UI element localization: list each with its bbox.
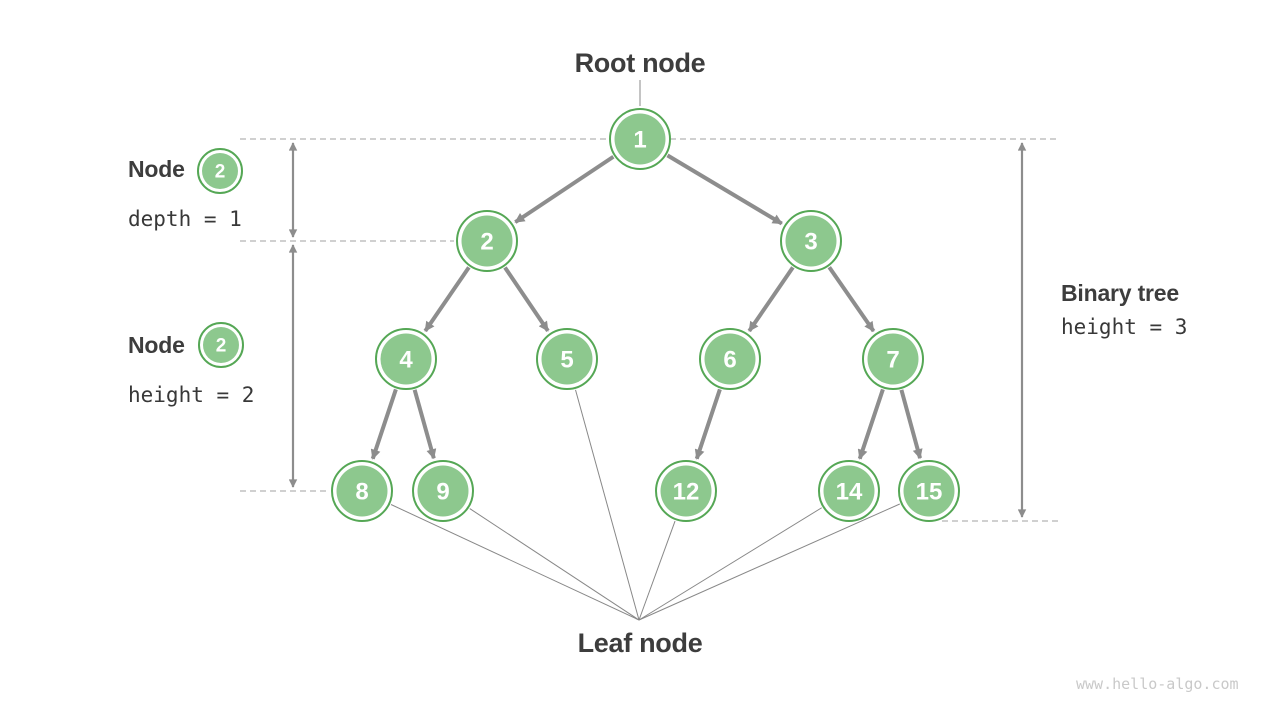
leaf-pointer-line — [469, 508, 640, 621]
node-value: 8 — [355, 479, 368, 506]
tree-edge-6-12 — [694, 388, 722, 460]
node-value: 1 — [633, 127, 646, 154]
binary-tree-title: Binary tree — [1061, 280, 1179, 306]
node-value: 12 — [673, 479, 700, 506]
node-fill-circle — [785, 215, 837, 267]
node-fill-circle — [541, 333, 593, 385]
tree-node-6: 6 — [699, 328, 761, 390]
tree-node-2: 2 — [456, 210, 518, 272]
tree-node-8: 8 — [331, 460, 393, 522]
tree-edge-7-15 — [899, 389, 923, 460]
node-value: 2 — [215, 162, 226, 183]
node-fill-circle — [202, 153, 238, 189]
leaf-pointer-line — [390, 504, 640, 621]
node-value: 14 — [836, 479, 863, 506]
leaf-pointer-line — [638, 503, 900, 621]
tree-edge-2-4 — [423, 266, 471, 333]
node-fill-circle — [867, 333, 919, 385]
tree-node-4: 4 — [375, 328, 437, 390]
annotation-badge-1: 2 — [197, 148, 243, 194]
node-fill-circle — [903, 465, 955, 517]
node-fill-circle — [203, 327, 239, 363]
node-depth-caption: depth = 1 — [128, 207, 242, 231]
node-fill-circle — [660, 465, 712, 517]
node-value: 2 — [480, 229, 493, 256]
node-value: 3 — [804, 229, 817, 256]
node-fill-circle — [704, 333, 756, 385]
node-fill-circle — [614, 113, 666, 165]
node-value: 2 — [216, 336, 227, 357]
leaf-pointer-line — [575, 389, 640, 621]
tree-node-3: 3 — [780, 210, 842, 272]
node-height-caption: height = 2 — [128, 383, 255, 407]
tree-edge-4-9 — [412, 389, 437, 460]
node-value: 5 — [560, 347, 573, 374]
tree-node-14: 14 — [818, 460, 880, 522]
leaf-pointer-line — [638, 507, 822, 621]
node-value: 4 — [399, 347, 413, 374]
tree-node-15: 15 — [898, 460, 960, 522]
tree-node-12: 12 — [655, 460, 717, 522]
node-fill-circle — [461, 215, 513, 267]
node-fill-circle — [417, 465, 469, 517]
node-value: 7 — [886, 347, 899, 374]
tree-node-7: 7 — [862, 328, 924, 390]
node-height-title: Node — [128, 332, 185, 358]
watermark: www.hello-algo.com — [1076, 675, 1239, 693]
root-node-label: Root node — [574, 48, 706, 78]
tree-edge-3-7 — [827, 266, 876, 333]
node-value: 6 — [723, 347, 736, 374]
tree-node-9: 9 — [412, 460, 474, 522]
node-fill-circle — [380, 333, 432, 385]
node-fill-circle — [823, 465, 875, 517]
annotation-badge-2: 2 — [198, 322, 244, 368]
tree-edge-1-2 — [514, 155, 615, 224]
leaf-node-label: Leaf node — [577, 628, 703, 658]
tree-edge-2-5 — [503, 266, 550, 332]
leaf-pointer-line — [638, 520, 676, 621]
tree-edge-4-8 — [370, 388, 398, 460]
node-value: 15 — [916, 479, 943, 506]
tree-node-1: 1 — [609, 108, 671, 170]
tree-edge-3-6 — [747, 266, 795, 333]
tree-edge-7-14 — [857, 388, 885, 460]
node-depth-title: Node — [128, 156, 185, 182]
node-value: 9 — [436, 479, 449, 506]
binary-tree-caption: height = 3 — [1061, 315, 1188, 339]
tree-node-5: 5 — [536, 328, 598, 390]
node-fill-circle — [336, 465, 388, 517]
tree-edge-1-3 — [666, 153, 783, 226]
